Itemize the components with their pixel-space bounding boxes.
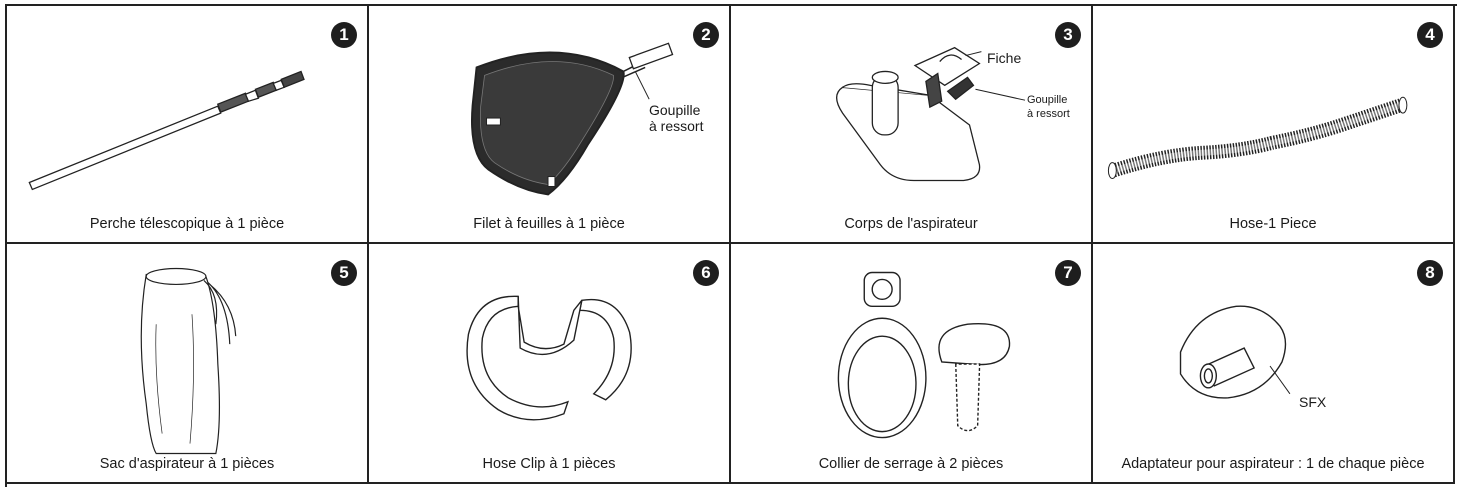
part-number-badge: 7 [1055,260,1081,286]
callout-label: SFX [1299,394,1327,410]
callout-label: à ressort [649,118,704,134]
callout-label: Fiche [987,50,1022,66]
part-cell-5: 5 Sac d'aspirateur à 1 pièces [7,244,369,484]
part-caption: Adaptateur pour aspirateur : 1 de chaque… [1121,456,1425,472]
part-cell-3: 3 Fiche Goupille à ressort Corps de l'as… [731,6,1093,244]
parts-grid: 1 Perche télescopique à 1 pièce 2 Goupil… [5,4,1457,487]
vacuum-bag-icon [140,267,237,455]
hose-clip-icon [466,295,632,421]
part-caption: Hose Clip à 1 pièces [482,456,616,472]
part-number-badge: 5 [331,260,357,286]
hose-clamp-icon [837,271,1011,439]
part-caption: Sac d'aspirateur à 1 pièces [99,456,275,472]
telescopic-pole-icon [28,70,305,191]
vacuum-adapter-icon [1179,305,1291,399]
callout-label: à ressort [1027,108,1070,120]
part-number-badge: 1 [331,22,357,48]
callout-label: Goupille [649,102,701,118]
part-cell-7: 7 Collier de serrage à 2 pièces [731,244,1093,484]
part-caption: Corps de l'aspirateur [844,216,978,232]
part-cell-4: 4 Hose-1 Piece [1093,6,1455,244]
part-cell-6: 6 Hose Clip à 1 pièces [369,244,731,484]
part-cell-8: 8 SFX Adaptateur pour aspirateur : 1 de … [1093,244,1455,484]
part-caption: Perche télescopique à 1 pièce [89,216,285,232]
part-caption: Hose-1 Piece [1229,216,1317,232]
part-cell-2: 2 Goupille à ressort Filet à feuilles à … [369,6,731,244]
hose-icon [1107,96,1408,180]
part-number-badge: 6 [693,260,719,286]
part-caption: Filet à feuilles à 1 pièce [473,216,625,232]
part-number-badge: 8 [1417,260,1443,286]
part-caption: Collier de serrage à 2 pièces [818,456,1004,472]
part-number-badge: 2 [693,22,719,48]
callout-label: Goupille [1027,94,1068,106]
part-number-badge: 3 [1055,22,1081,48]
part-cell-1: 1 Perche télescopique à 1 pièce [7,6,369,244]
vacuum-head-icon [835,46,1026,182]
part-number-badge: 4 [1417,22,1443,48]
leaf-skimmer-net-icon [471,42,674,196]
